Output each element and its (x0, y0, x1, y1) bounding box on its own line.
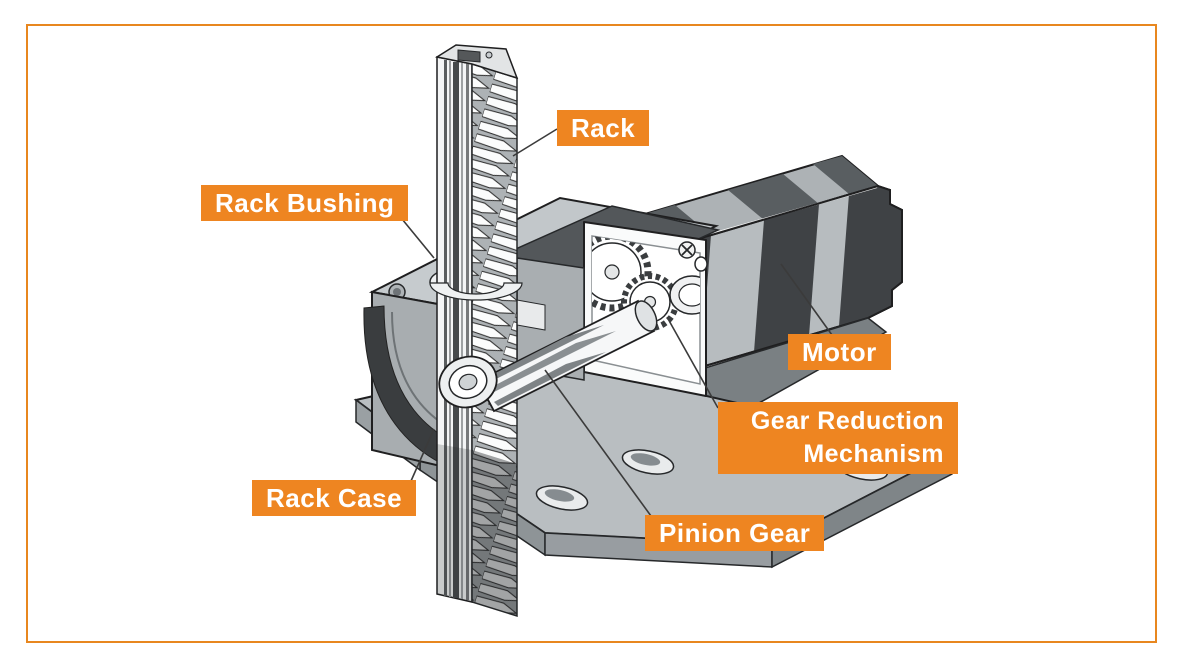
faceplate-screw-icon (678, 241, 696, 259)
rack-bushing-illustration (429, 282, 523, 301)
label-rack-bushing: Rack Bushing (201, 185, 409, 221)
label-gear-reduction-line2: Mechanism (803, 440, 944, 468)
label-gear-reduction-mechanism: Gear Reduction Mechanism (718, 402, 958, 474)
leader-line-gear-reduction (666, 316, 719, 409)
label-rack-text: Rack (571, 113, 636, 143)
label-rack: Rack (557, 110, 650, 146)
label-rack-case-text: Rack Case (266, 483, 403, 513)
leader-line-rack-case (410, 428, 435, 482)
mounting-slot (535, 485, 589, 511)
label-pinion-gear: Pinion Gear (645, 515, 825, 551)
label-motor: Motor (788, 334, 891, 370)
rack-illustration (435, 44, 519, 618)
leader-line-rack-bushing (401, 218, 435, 259)
bearing-illustration (438, 355, 498, 409)
label-rack-case: Rack Case (252, 480, 417, 516)
leader-line-motor (780, 263, 833, 336)
faceplate-hole (694, 256, 708, 272)
leader-line-pinion-gear (544, 369, 652, 517)
leader-lines (401, 128, 833, 517)
label-rack-bushing-text: Rack Bushing (215, 188, 395, 218)
pinion-shaft-illustration (438, 299, 658, 413)
mounting-slot (621, 449, 675, 475)
label-motor-text: Motor (802, 337, 877, 367)
gear-cluster (592, 236, 700, 331)
label-gear-reduction-line1: Gear Reduction (750, 407, 944, 435)
label-pinion-gear-text: Pinion Gear (659, 518, 811, 548)
leader-line-rack (512, 128, 558, 157)
